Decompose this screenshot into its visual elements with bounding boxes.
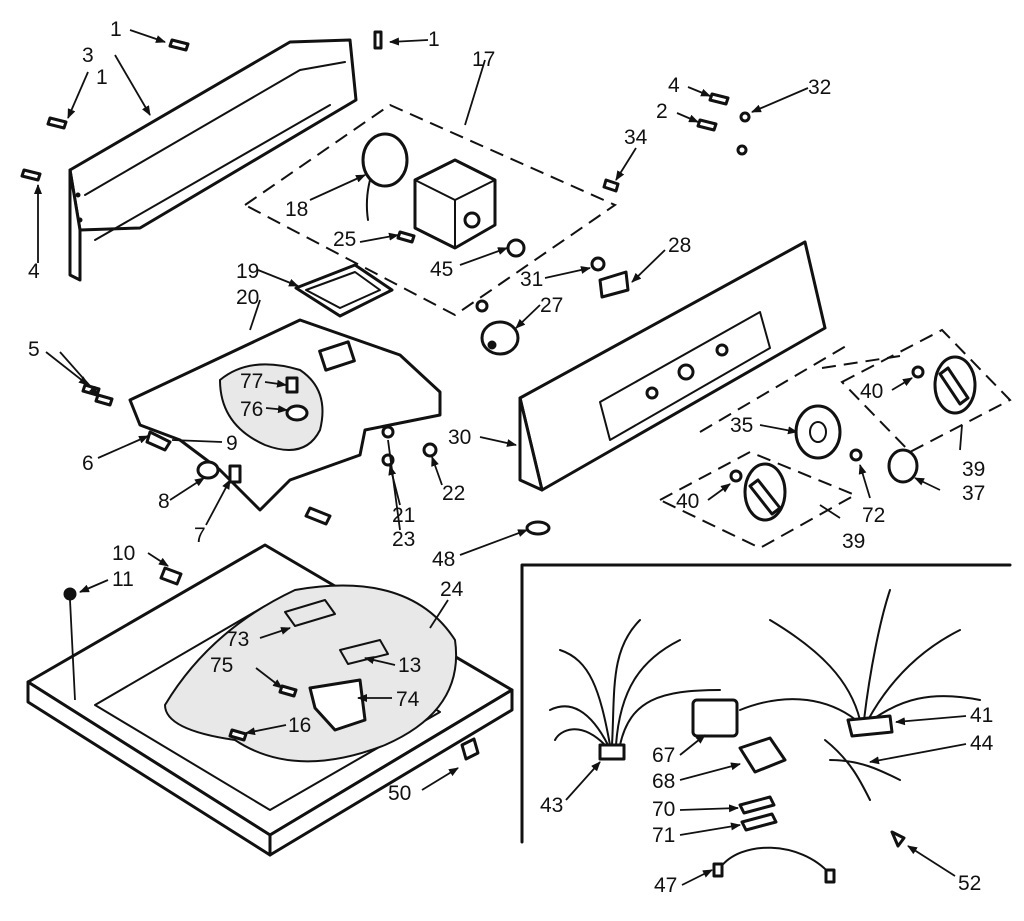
callout-label: 40 (676, 490, 699, 513)
callout-label: 44 (970, 732, 994, 755)
callout-label: 21 (392, 504, 415, 527)
callout-label: 6 (82, 452, 94, 475)
rear-bracket (68, 38, 358, 282)
callout-label: 74 (396, 688, 420, 711)
callout-label: 1 (96, 66, 108, 89)
callout-label: 18 (285, 198, 308, 221)
knob-leader-lines (699, 345, 901, 433)
knobs (729, 355, 977, 522)
knob-group-lower (657, 450, 858, 550)
callout-label: 70 (652, 798, 675, 821)
callout-label: 47 (654, 874, 677, 897)
timer-group-outline (243, 103, 618, 317)
callout-label: 4 (28, 260, 40, 283)
cabinet-top (26, 543, 514, 857)
callout-label: 77 (240, 370, 263, 393)
knob-group-upper (840, 328, 1012, 454)
wiring-harnesses (549, 589, 981, 884)
callout-label: 1 (110, 18, 122, 41)
callout-label: 37 (962, 482, 985, 505)
callout-label: 41 (970, 704, 993, 727)
callout-label: 2 (656, 100, 668, 123)
callout-label: 9 (226, 432, 238, 455)
callout-label: 20 (236, 286, 259, 309)
leader-lines (34, 29, 967, 886)
callout-label: 73 (226, 628, 249, 651)
callout-label: 17 (472, 48, 495, 71)
callout-label: 13 (398, 654, 421, 677)
callout-label: 45 (430, 258, 453, 281)
console-knob-parts (475, 256, 630, 356)
callout-label: 27 (540, 294, 563, 317)
callout-label: 25 (333, 228, 356, 251)
callout-label: 10 (112, 542, 135, 565)
callout-label: 23 (392, 528, 415, 551)
callout-label: 28 (668, 234, 691, 257)
callout-label: 40 (860, 380, 883, 403)
callout-label: 8 (158, 490, 170, 513)
mounting-plate (128, 263, 442, 512)
callout-label: 1 (428, 28, 440, 51)
callout-label: 68 (652, 770, 675, 793)
small-parts (81, 383, 551, 536)
callout-labels: 1 1 3 1 4 4 17 4 2 32 34 18 25 45 28 31 … (28, 18, 994, 897)
callout-label: 11 (112, 568, 134, 591)
callout-label: 30 (448, 426, 471, 449)
callout-label: 19 (236, 260, 259, 283)
callout-label: 52 (958, 872, 981, 895)
callout-label: 39 (842, 530, 865, 553)
callout-label: 43 (540, 794, 563, 817)
callout-label: 5 (28, 338, 40, 361)
callout-label: 31 (520, 268, 543, 291)
callout-label: 4 (668, 74, 680, 97)
callout-label: 75 (210, 654, 233, 677)
callout-label: 32 (808, 76, 831, 99)
callout-label: 35 (730, 414, 753, 437)
callout-label: 48 (432, 548, 455, 571)
control-console (518, 240, 827, 492)
callout-label: 3 (82, 44, 94, 67)
screws (20, 30, 751, 193)
callout-label: 39 (962, 458, 985, 481)
callout-label: 76 (240, 398, 263, 421)
callout-label: 72 (862, 504, 885, 527)
timer-motor (361, 132, 526, 258)
callout-label: 7 (194, 524, 206, 547)
wiring-inset-border (520, 563, 1012, 844)
callout-label: 50 (388, 782, 411, 805)
callout-label: 71 (652, 824, 675, 847)
callout-label: 67 (652, 744, 675, 767)
callout-label: 16 (288, 714, 311, 737)
callout-label: 24 (440, 578, 464, 601)
callout-label: 34 (624, 126, 648, 149)
callout-label: 22 (442, 482, 465, 505)
